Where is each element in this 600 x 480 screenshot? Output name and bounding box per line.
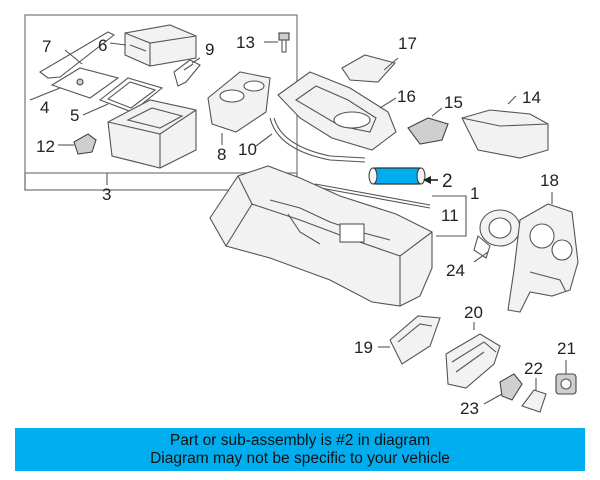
caption-banner: Part or sub-assembly is #2 in diagram Di…: [15, 428, 585, 471]
callout-5: 5: [70, 106, 79, 125]
part-9-clip: [173, 57, 201, 87]
part-21-button: [555, 360, 577, 395]
callout-19: 19: [354, 338, 373, 357]
part-13-screw: [264, 32, 290, 53]
part-24-vent: [473, 209, 521, 263]
part-5-tray-liner: [82, 77, 164, 116]
callout-7: 7: [42, 37, 51, 56]
callout-9: 9: [205, 40, 214, 59]
part-10-trim-strip: [255, 117, 366, 163]
part-23-switch: [483, 373, 523, 405]
parts-diagram: 7 6 9 13 4 5 12 8 3 17 16 15 14 10 2 1 1…: [24, 14, 579, 418]
callout-11: 11: [441, 206, 459, 225]
callout-10: 10: [238, 140, 257, 159]
callout-labels: 7 6 9 13 4 5 12 8 3 17 16 15 14 10 2 1 1…: [36, 33, 576, 418]
callout-24: 24: [446, 261, 465, 280]
part-7-strap: [39, 31, 116, 79]
callout-12: 12: [36, 137, 55, 156]
callout-4: 4: [40, 98, 49, 117]
callout-6: 6: [98, 36, 107, 55]
part-8-cup-holder: [207, 71, 271, 145]
part-15-switch: [407, 107, 449, 145]
part-6-module: [109, 24, 197, 67]
callout-15: 15: [444, 93, 463, 112]
part-22-switch: [521, 378, 547, 413]
callout-13: 13: [236, 33, 255, 52]
callout-8: 8: [217, 145, 226, 164]
callout-1: 1: [470, 184, 479, 203]
callout-14: 14: [522, 88, 541, 107]
caption-line-1: Part or sub-assembly is #2 in diagram: [169, 432, 431, 449]
part-2-highlighted: [368, 167, 438, 185]
part-3-storage-box: [107, 99, 197, 169]
callout-16: 16: [397, 87, 416, 106]
part-11-rod: [314, 183, 431, 209]
part-18-side-panel: [507, 192, 579, 313]
part-20-cup-holder: [445, 322, 501, 389]
part-17-lid: [341, 54, 399, 83]
caption-line-2: Diagram may not be specific to your vehi…: [150, 450, 450, 467]
part-14-armrest: [461, 95, 549, 159]
part-12-connector: [58, 133, 97, 155]
part-4-mat: [29, 67, 120, 101]
callout-22: 22: [524, 359, 543, 378]
callout-3: 3: [102, 185, 111, 204]
callout-18: 18: [540, 171, 559, 190]
callout-23: 23: [460, 399, 479, 418]
part-19-tray: [378, 315, 441, 365]
callout-21: 21: [557, 339, 576, 358]
callout-2: 2: [442, 171, 453, 192]
callout-20: 20: [464, 303, 483, 322]
part-16-bezel: [277, 71, 397, 151]
part-1-console-body: [209, 165, 467, 307]
callout-17: 17: [398, 34, 417, 53]
